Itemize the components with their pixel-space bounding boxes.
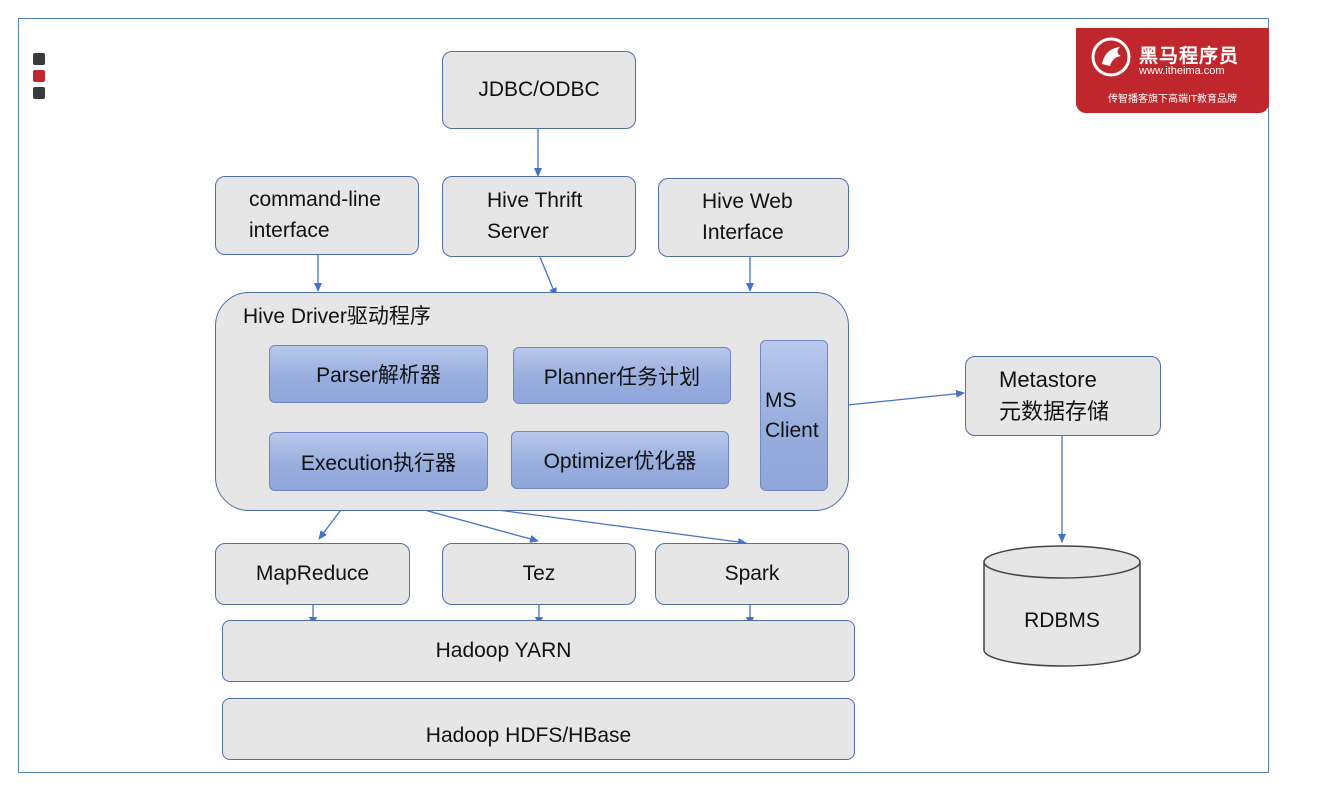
ms-client-line2: Client	[765, 418, 819, 442]
planner-module: Planner任务计划	[513, 347, 731, 404]
cli-label-line2: interface	[249, 218, 330, 242]
optimizer-module: Optimizer优化器	[511, 431, 729, 489]
planner-label: Planner任务计划	[543, 365, 701, 389]
rdbms-label-wrap: RDBMS	[984, 596, 1140, 646]
jdbc-odbc-label: JDBC/ODBC	[478, 77, 600, 101]
hadoop-hdfs-label: Hadoop HDFS/HBase	[425, 723, 632, 747]
hive-driver-title: Hive Driver驱动程序	[243, 305, 431, 328]
metastore-box: Metastore 元数据存储	[965, 356, 1161, 436]
hadoop-yarn-box: Hadoop YARN	[222, 620, 855, 682]
thrift-label-line2: Server	[487, 219, 549, 243]
parser-label: Parser解析器	[316, 364, 441, 387]
web-label-line2: Interface	[702, 220, 784, 244]
web-interface-box: Hive Web Interface	[658, 178, 849, 257]
spark-label: Spark	[724, 561, 780, 585]
itheima-logo: 黑马程序员 www.itheima.com 传智播客旗下高端IT教育品牌	[1076, 28, 1269, 113]
tez-label: Tez	[522, 561, 556, 585]
arrow-msclient-metastore	[827, 389, 965, 408]
jdbc-odbc-box: JDBC/ODBC	[442, 51, 636, 129]
parser-module: Parser解析器	[269, 345, 488, 403]
tez-box: Tez	[442, 543, 636, 605]
ms-client-line1: MS	[765, 389, 797, 413]
execution-label: Execution执行器	[300, 451, 457, 475]
rdbms-cylinder	[983, 545, 1141, 667]
logo-slogan: 传智播客旗下高端IT教育品牌	[1107, 94, 1238, 105]
metastore-label-line1: Metastore	[999, 367, 1097, 393]
menu-square-icon	[33, 87, 45, 99]
cli-label-line1: command-line	[249, 188, 381, 212]
web-label-line1: Hive Web	[702, 190, 793, 214]
horse-logo-icon	[1091, 37, 1131, 77]
spark-box: Spark	[655, 543, 849, 605]
slide-frame	[18, 18, 1269, 773]
ms-client-module: MS Client	[760, 340, 828, 491]
rdbms-label: RDBMS	[1024, 609, 1100, 632]
hadoop-hdfs-box: Hadoop HDFS/HBase	[222, 698, 855, 760]
mapreduce-box: MapReduce	[215, 543, 410, 605]
menu-square-icon	[33, 70, 45, 82]
metastore-label-line2: 元数据存储	[999, 399, 1110, 424]
optimizer-label: Optimizer优化器	[543, 450, 697, 473]
logo-url: www.itheima.com	[1139, 65, 1225, 77]
mapreduce-label: MapReduce	[255, 561, 370, 585]
logo-brand: 黑马程序员	[1139, 45, 1240, 67]
cli-box: command-line interface	[215, 176, 419, 255]
thrift-label-line1: Hive Thrift	[487, 189, 583, 213]
menu-square-icon	[33, 53, 45, 65]
execution-module: Execution执行器	[269, 432, 488, 491]
arrow-thrift-driver	[539, 256, 557, 297]
thrift-server-box: Hive Thrift Server	[442, 176, 636, 257]
hadoop-yarn-label: Hadoop YARN	[435, 638, 572, 662]
